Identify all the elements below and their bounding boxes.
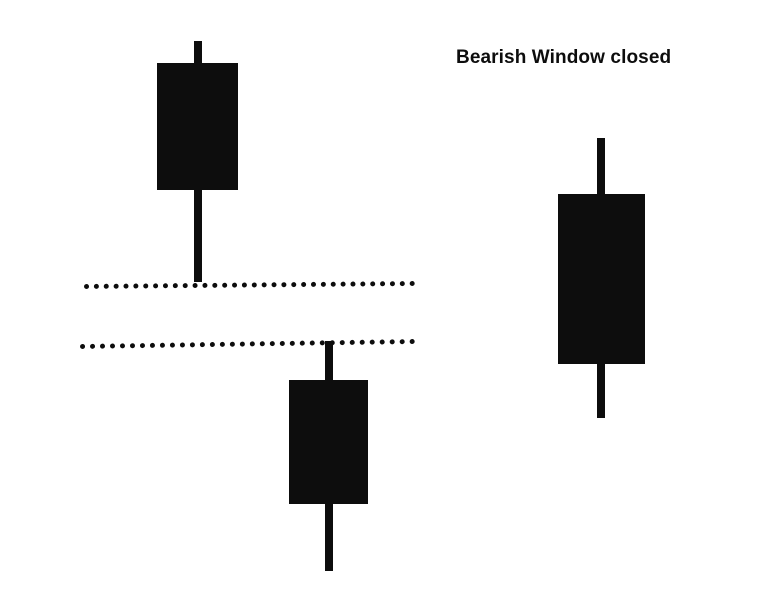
page-title: Bearish Window closed [456,47,672,68]
candle-3-body [558,194,645,364]
candle-2-body [289,380,368,504]
candle-1-body [157,63,238,190]
lower-gap-line [80,339,416,349]
upper-gap-line [84,281,416,289]
